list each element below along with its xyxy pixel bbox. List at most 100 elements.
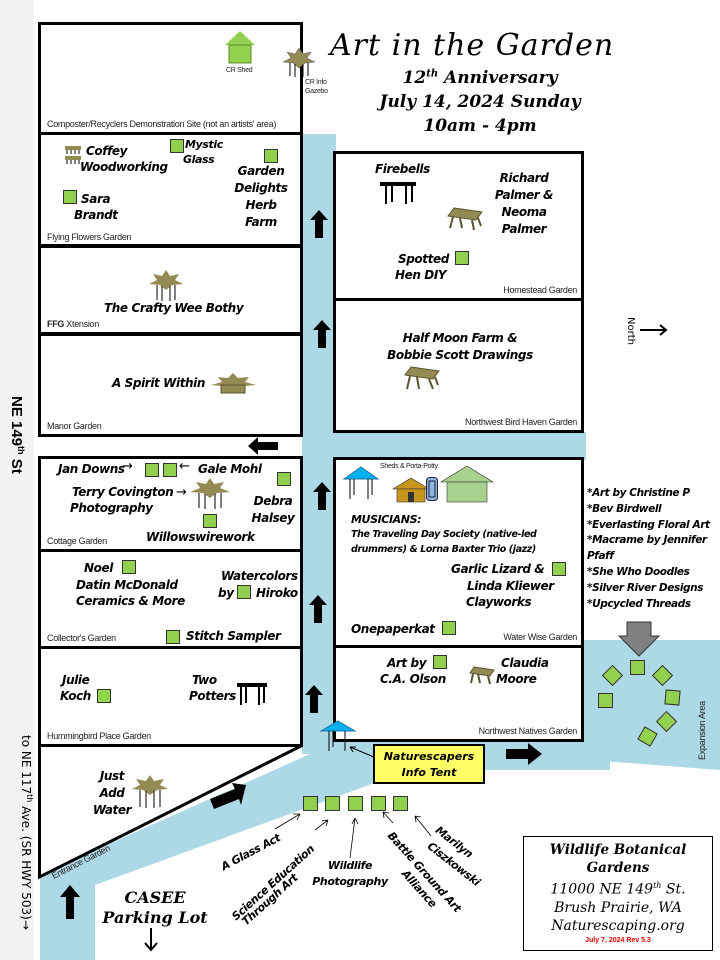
cr-info-label-2: Gazebo <box>305 88 328 95</box>
table-icon <box>404 366 440 390</box>
garden-manor: Manor Garden <box>38 333 303 437</box>
vendor-coffey: Coffey <box>86 144 128 158</box>
path-booth <box>325 796 340 811</box>
event-time: 10am - 4pm <box>423 116 537 136</box>
path-horizontal-middle <box>302 432 586 460</box>
arrow-up-icon <box>305 685 323 713</box>
pointer-arrow: ← <box>179 459 190 474</box>
sheds-porta-potty-label: Sheds & Porta-Potty <box>380 463 438 470</box>
revision-label: July 7, 2024 Rev 5.3 <box>585 936 651 944</box>
arrow-diagonal-icon <box>210 783 246 809</box>
booth-marker <box>552 562 566 576</box>
vendor-willowswirework: Willowswirework <box>146 530 255 544</box>
cr-info-label-1: CR Info <box>305 79 327 86</box>
vendor-photography: Photography <box>70 501 153 515</box>
table-icon <box>447 207 483 231</box>
expansion-vendor: Pfaff <box>587 550 614 563</box>
vendor-hiroko: Hiroko <box>256 586 298 600</box>
vendor-half-moon-farm: Half Moon Farm &Bobbie Scott Drawings <box>387 331 533 362</box>
vendor-ca-olson: C.A. Olson <box>380 672 446 686</box>
info-box-website[interactable]: Naturescaping.org <box>551 917 685 934</box>
vendor-two: Two <box>192 673 217 687</box>
info-box-name-1: Wildlife Botanical <box>549 842 687 858</box>
booth-marker <box>163 463 177 477</box>
vendor-terry-covington: Terry Covington <box>72 485 174 499</box>
anniversary-line: 12th Anniversary <box>402 68 558 88</box>
expansion-vendor: *Bev Birdwell <box>587 502 662 515</box>
expansion-vendor: *Upcycled Threads <box>587 597 691 610</box>
expansion-booth <box>630 660 645 675</box>
event-date: July 14, 2024 Sunday <box>379 92 581 112</box>
garden-label: FFG Xtension <box>47 319 99 329</box>
porta-potty-icon <box>426 477 438 501</box>
arrow-up-icon <box>313 320 331 348</box>
booth-marker <box>264 149 278 163</box>
vendor-potters: Potters <box>189 689 236 703</box>
vendor-claudia: Claudia <box>501 656 549 670</box>
vendor-hen-diy: Hen DIY <box>395 268 447 282</box>
garden-homestead: Homestead Garden <box>333 151 584 301</box>
vendor-koch: Koch <box>60 689 91 703</box>
booth-marker <box>455 251 469 265</box>
booth-marker <box>237 585 251 599</box>
garden-label: Manor Garden <box>47 421 102 431</box>
info-box-city: Brush Prairie, WA <box>554 899 682 916</box>
vendor-jan-downs: Jan Downs <box>58 462 125 476</box>
garden-label: Northwest Bird Haven Garden <box>465 417 577 427</box>
garden-label: Composter/Recyclers Demonstration Site (… <box>47 119 277 129</box>
arrow-up-icon <box>309 595 327 623</box>
vendor-a-spirit-within: A Spirit Within <box>112 376 206 390</box>
arrow-up-icon <box>313 482 331 510</box>
pergola-icon <box>237 683 267 705</box>
vendor-clayworks: Clayworks <box>466 595 532 609</box>
vendor-spotted: Spotted <box>398 252 449 266</box>
page-title: Art in the Garden <box>330 28 615 63</box>
garden-label: Water Wise Garden <box>503 632 577 642</box>
vendor-datin-mcdonald: Datin McDonald <box>76 578 178 592</box>
vendor-crafty-wee-bothy: The Crafty Wee Bothy <box>104 301 244 315</box>
musicians-line-2: drummers) & Lorna Baxter Trio (jazz) <box>351 544 536 555</box>
expansion-vendor: *Macrame by Jennifer <box>587 534 707 547</box>
vendor-brandt: Brandt <box>74 208 118 222</box>
arrow-up-icon <box>310 210 328 238</box>
path-booth <box>303 796 318 811</box>
booth-marker <box>97 689 111 703</box>
vendor-firebells: Firebells <box>375 162 430 176</box>
north-arrow-icon <box>640 324 668 336</box>
vendor-woodworking: Woodworking <box>80 160 168 174</box>
garden-composter: Composter/Recyclers Demonstration Site (… <box>38 22 303 135</box>
vendor-glass: Glass <box>183 153 215 166</box>
vendor-moore: Moore <box>496 672 537 686</box>
garden-entrance <box>38 744 303 880</box>
cr-shed-icon <box>225 31 255 64</box>
musicians-title: MUSICIANS: <box>351 513 422 526</box>
vendor-ceramics-more: Ceramics & More <box>76 594 185 608</box>
booth-marker <box>122 560 136 574</box>
booth-marker <box>145 463 159 477</box>
vendor-stitch-sampler: Stitch Sampler <box>186 629 281 643</box>
garden-label: Collector's Garden <box>47 633 116 643</box>
info-box-name-2: Gardens <box>586 860 650 876</box>
vendor-mystic: Mystic <box>185 138 223 151</box>
pointer-arrow: → <box>122 459 133 474</box>
canopy-tent-icon <box>342 466 380 499</box>
gazebo-icon <box>132 775 168 808</box>
vendor-watercolors: Watercolors <box>221 569 298 583</box>
booth-marker <box>63 190 77 204</box>
pergola-icon <box>380 182 416 204</box>
booth-marker <box>166 630 180 644</box>
vendor-gale-mohl: Gale Mohl <box>198 462 262 476</box>
garden-label: Flying Flowers Garden <box>47 232 132 242</box>
booth-marker <box>277 472 291 486</box>
info-box-address: 11000 NE 149th St. <box>550 881 686 898</box>
vendor-onepaperkat: Onepaperkat <box>351 622 435 636</box>
vendor-garlic-lizard: Garlic Lizard & <box>451 562 545 576</box>
arrow-up-icon <box>60 885 80 919</box>
